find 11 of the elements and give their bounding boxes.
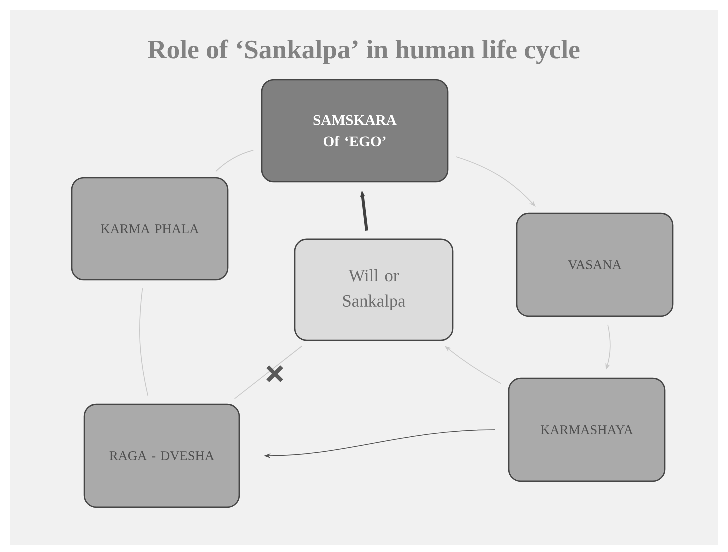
title: Role of ‘Sankalpa’ in human life cycle xyxy=(148,40,580,64)
process-box: Will or Sankalpa xyxy=(294,238,454,342)
process-box: KARMA PHALA xyxy=(71,177,229,281)
process-box: RAGA - DVESHA xyxy=(84,404,240,508)
connector-line xyxy=(234,346,303,400)
process-box: VASANA xyxy=(516,212,674,318)
process-box: SAMSKARA Of ‘EGO’ xyxy=(261,79,449,183)
connector-line xyxy=(216,150,254,172)
connector-line xyxy=(140,288,149,396)
process-box: KARMASHAYA xyxy=(508,378,666,482)
arrow xyxy=(456,156,536,207)
